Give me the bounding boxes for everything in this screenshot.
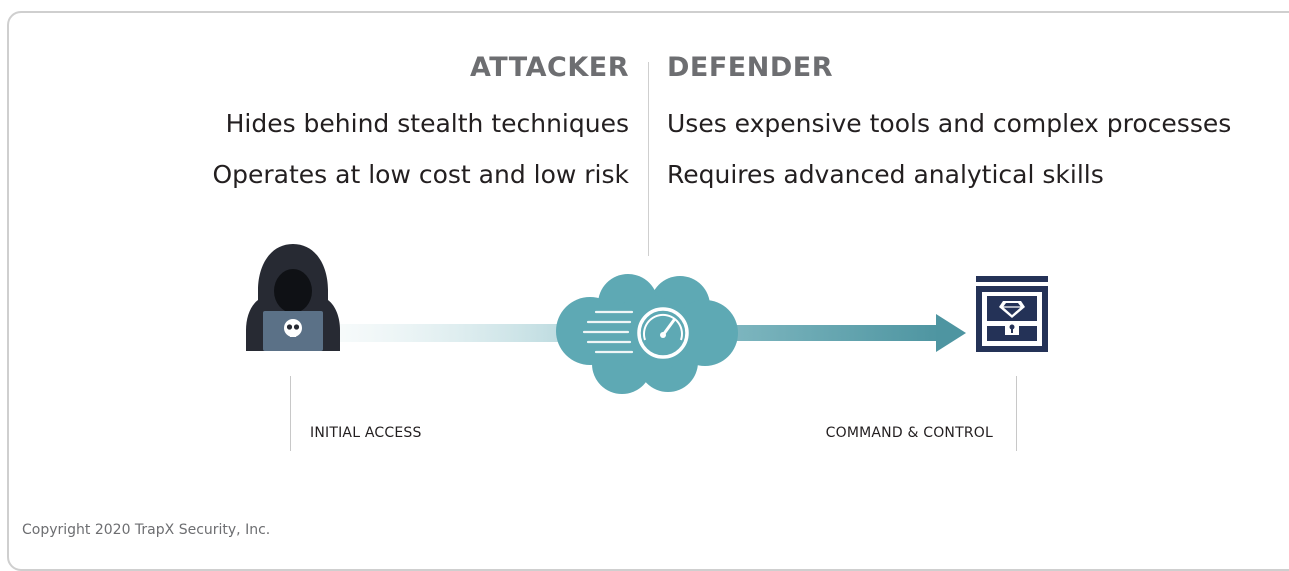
outbound-arrow: [725, 314, 966, 352]
initial-access-label: INITIAL ACCESS: [310, 425, 422, 441]
treasure-chest-icon: [976, 276, 1048, 352]
command-control-label: COMMAND & CONTROL: [825, 425, 993, 441]
attacker-heading: ATTACKER: [469, 52, 629, 83]
copyright-text: Copyright 2020 TrapX Security, Inc.: [22, 522, 271, 538]
defender-line-1: Uses expensive tools and complex process…: [667, 109, 1232, 138]
column-divider: [648, 62, 649, 256]
attacker-line-1: Hides behind stealth techniques: [225, 109, 629, 138]
defender-heading: DEFENDER: [667, 52, 833, 83]
hooded-hacker-icon: [246, 244, 340, 351]
command-control-marker: [1016, 376, 1017, 451]
initial-access-marker: [290, 376, 291, 451]
inbound-flow-band: [340, 324, 580, 342]
defender-line-2: Requires advanced analytical skills: [667, 160, 1104, 189]
attacker-line-2: Operates at low cost and low risk: [212, 160, 629, 189]
speed-cloud-icon: [556, 274, 738, 394]
flow-illustration: [246, 244, 1048, 394]
